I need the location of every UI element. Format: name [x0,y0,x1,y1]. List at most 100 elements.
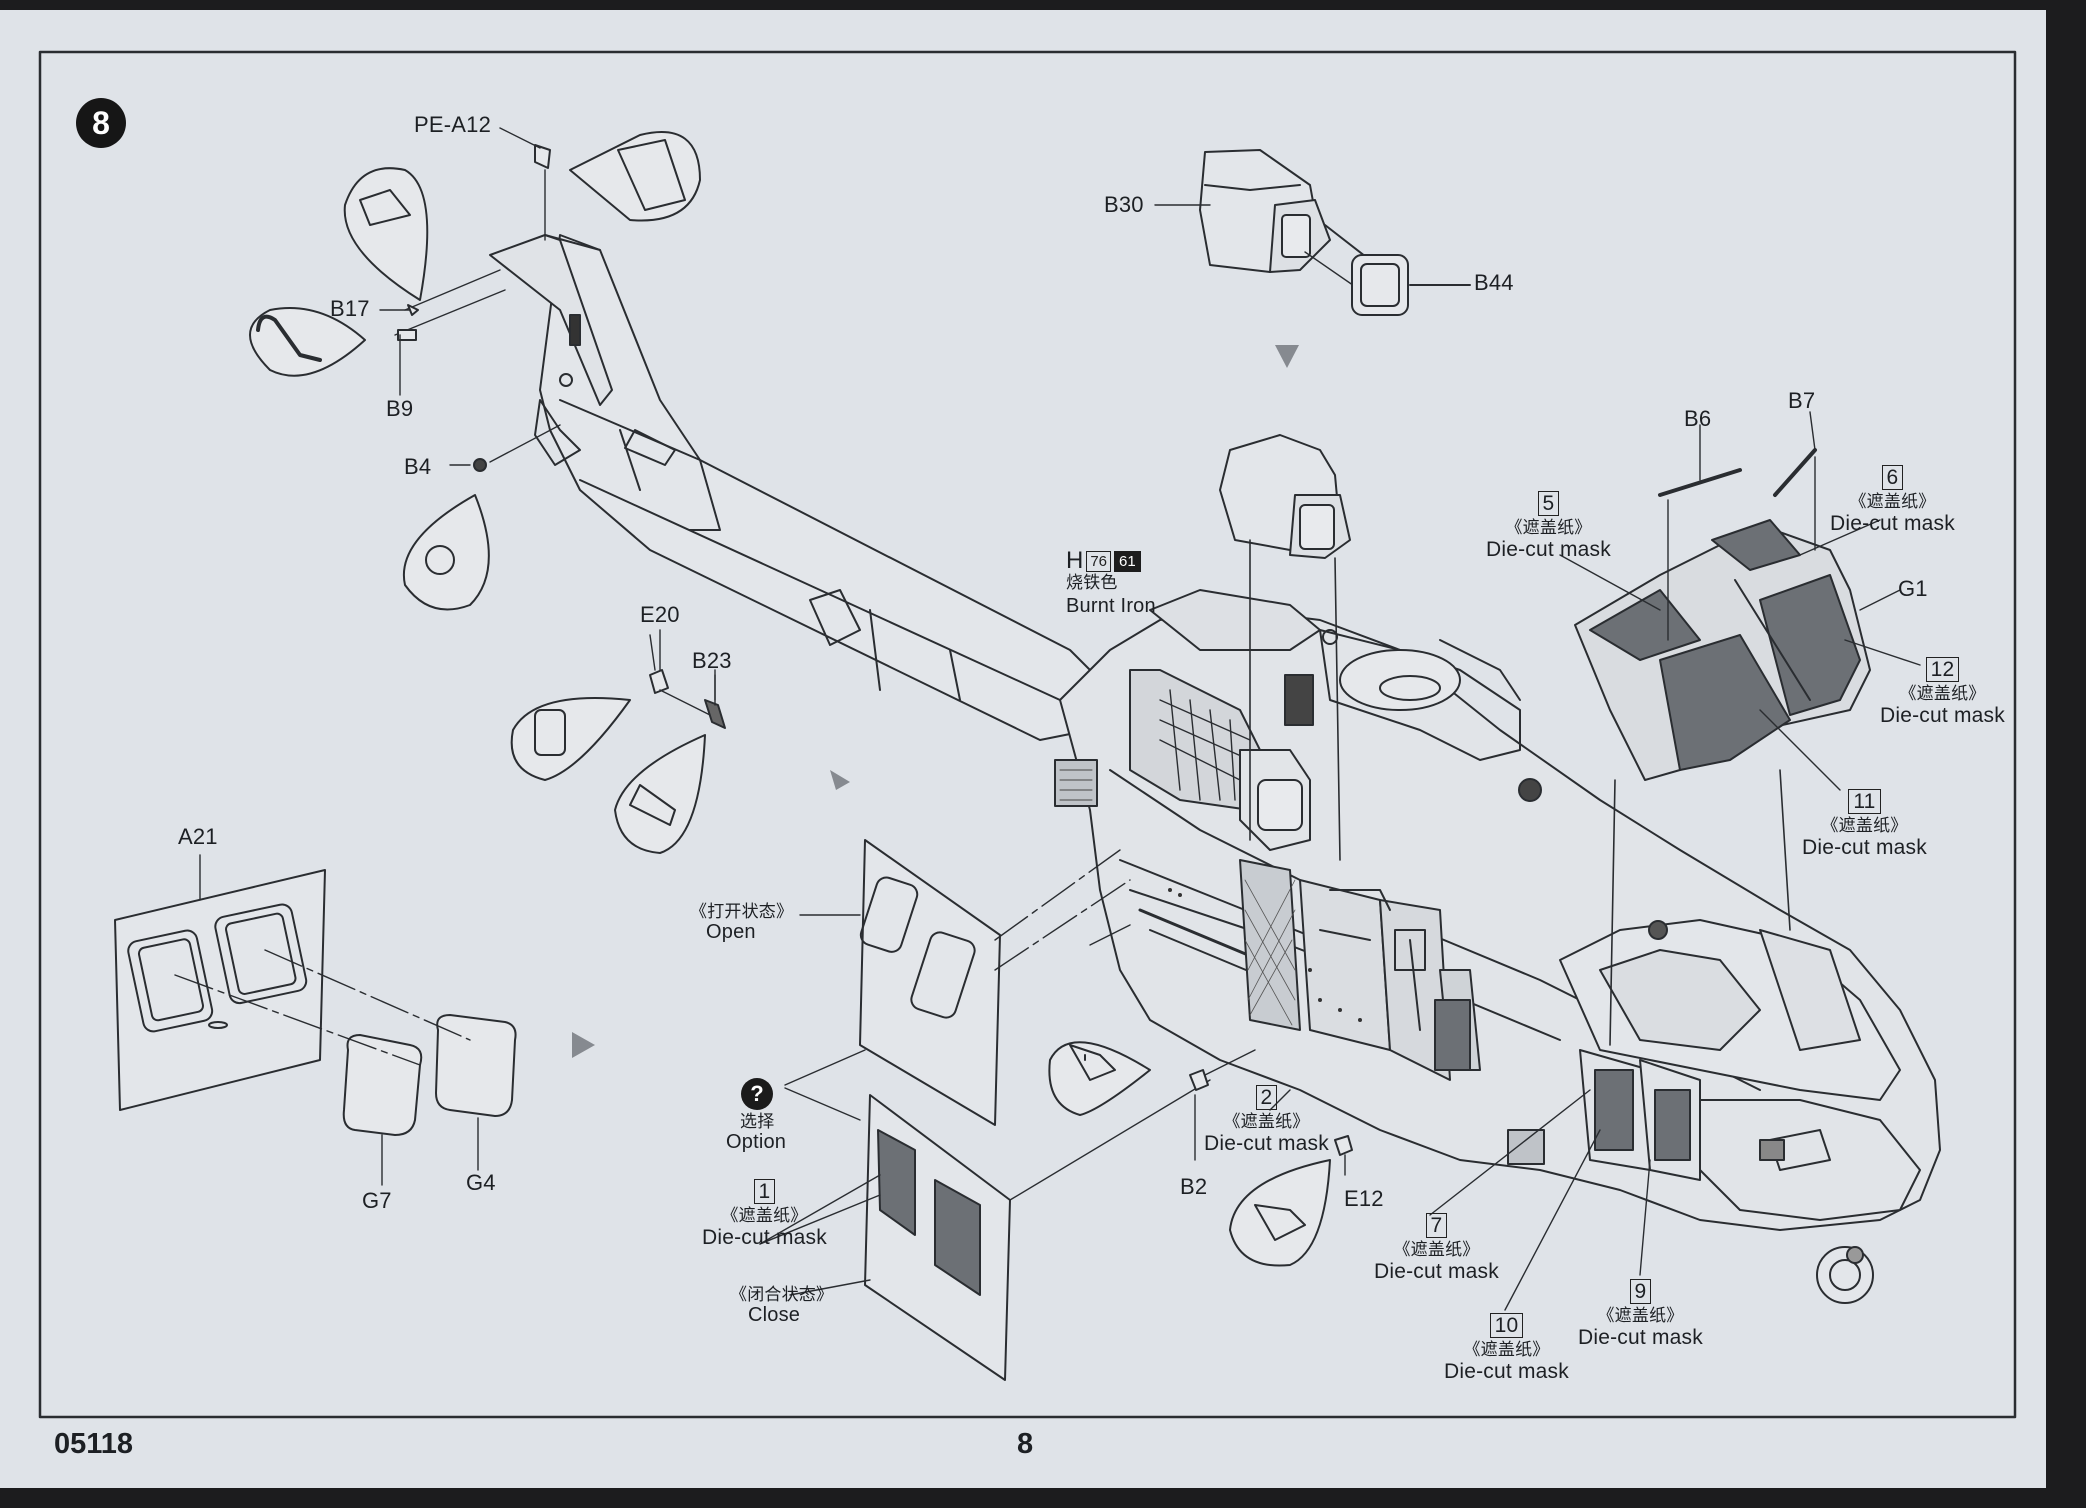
kit-number: 05118 [54,1428,134,1460]
callout-b17 [343,167,429,301]
mask-1: 1 《遮盖纸》 Die-cut mask [702,1178,827,1250]
mask-en: Die-cut mask [1880,703,2005,727]
callout-b23 [614,734,706,854]
part-b2 [1189,1049,1256,1091]
leader-lines [199,127,1921,1311]
mask-cn: 《遮盖纸》 [1899,684,1986,703]
close-state-en: Close [748,1304,801,1326]
mask-en: Die-cut mask [1204,1131,1329,1155]
mask-12: 12 《遮盖纸》 Die-cut mask [1880,656,2005,728]
mask-number: 6 [1881,465,1904,490]
mask-number: 10 [1489,1313,1524,1338]
mask-cn: 《遮盖纸》 [1821,816,1908,835]
page-number: 8 [1017,1428,1034,1460]
mask-6: 6 《遮盖纸》 Die-cut mask [1830,464,1955,536]
callout-b9 [249,307,366,377]
mask-11: 11 《遮盖纸》 Die-cut mask [1802,788,1927,860]
mask-cn: 《遮盖纸》 [1393,1240,1480,1259]
option-en: Option [726,1131,787,1153]
callout-b4 [402,494,490,611]
label-b44: B44 [1474,270,1514,295]
option-cn: 选择 [740,1112,775,1131]
label-b2: B2 [1180,1174,1208,1199]
part-e20-b23 [649,629,726,729]
wiper-b7 [1773,448,1817,497]
mask-cn: 《遮盖纸》 [1505,518,1592,537]
option-icon: ? [741,1078,773,1110]
callout-e20 [510,697,631,781]
windscreen-g1 [1574,519,1871,781]
wiper-b6 [1658,468,1742,497]
mask-en: Die-cut mask [1578,1325,1703,1349]
down-arrow-icon [1275,345,1299,368]
mask-cn: 《遮盖纸》 [721,1206,808,1225]
mask-en: Die-cut mask [1830,511,1955,535]
part-pe-a12 [534,144,551,241]
mask-cn: 《遮盖纸》 [1597,1306,1684,1325]
label-b30: B30 [1104,192,1144,217]
label-b23: B23 [692,648,732,673]
door-open-state [859,839,1131,1126]
label-b17: B17 [330,296,370,321]
label-g1: G1 [1898,576,1928,601]
mask-cn: 《遮盖纸》 [1849,492,1936,511]
mask-9: 9 《遮盖纸》 Die-cut mask [1578,1278,1703,1350]
fuselage [1054,589,1941,1304]
label-g7: G7 [362,1188,392,1213]
window-g7 [342,1034,423,1136]
open-state-cn: 《打开状态》 [690,902,794,921]
label-b9: B9 [386,396,414,421]
mask-en: Die-cut mask [1444,1359,1569,1383]
label-pe-a12: PE-A12 [414,112,492,137]
mask-7: 7 《遮盖纸》 Die-cut mask [1374,1212,1499,1284]
label-a21: A21 [178,824,218,849]
paint-prefix: H [1066,547,1084,574]
mask-number: 12 [1925,657,1960,682]
label-e12: E12 [1344,1186,1384,1211]
paint-code-b: 61 [1114,550,1141,572]
mask-2: 2 《遮盖纸》 Die-cut mask [1204,1084,1329,1156]
label-b7: B7 [1788,388,1816,413]
label-b4: B4 [404,454,432,479]
callout-pe-a12 [569,131,701,222]
engine-cover-b30 [1199,149,1371,291]
callout-e12 [1229,1159,1331,1267]
mask-number: 11 [1848,789,1881,814]
mask-10: 10 《遮盖纸》 Die-cut mask [1444,1312,1569,1384]
label-e20: E20 [640,602,680,627]
instruction-page: 8 PE-A12 B17 B9 B4 E20 B23 A21 G7 G4 B30… [0,10,2046,1488]
mask-en: Die-cut mask [1486,537,1611,561]
part-e12 [1334,1135,1353,1156]
window-g4 [435,1014,517,1117]
paint-code: H 76 61 [1066,547,1141,575]
tail-stabilizer [534,399,581,466]
mask-number: 5 [1537,491,1560,516]
mask-cn: 《遮盖纸》 [1223,1112,1310,1131]
step-number-badge: 8 [76,98,126,148]
part-b17-b9 [394,269,506,341]
engine-cover-assembled [1219,434,1351,559]
close-state-cn: 《闭合状态》 [730,1285,834,1304]
callout-b2 [1048,1041,1151,1116]
mask-number: 9 [1629,1279,1652,1304]
mask-cn: 《遮盖纸》 [1463,1340,1550,1359]
door-closed-state [864,1079,1211,1381]
exhaust-ring-b44 [1351,254,1471,316]
paint-code-a: 76 [1086,550,1112,572]
mask-en: Die-cut mask [1802,835,1927,859]
paint-name-en: Burnt Iron [1066,595,1156,617]
door-a21 [114,869,326,1111]
mask-en: Die-cut mask [1374,1259,1499,1283]
mask-number: 2 [1255,1085,1278,1110]
mask-number: 7 [1425,1213,1448,1238]
mask-5: 5 《遮盖纸》 Die-cut mask [1486,490,1611,562]
tail-boom [489,234,1111,741]
page-frame [38,50,2017,1419]
mask-number: 1 [753,1179,776,1204]
right-arrow-icon [572,1032,595,1058]
assembly-illustration [38,50,2017,1419]
open-state-en: Open [706,921,756,943]
mask-en: Die-cut mask [702,1225,827,1249]
part-b4 [473,424,561,472]
paint-name-cn: 烧铁色 [1066,573,1118,592]
